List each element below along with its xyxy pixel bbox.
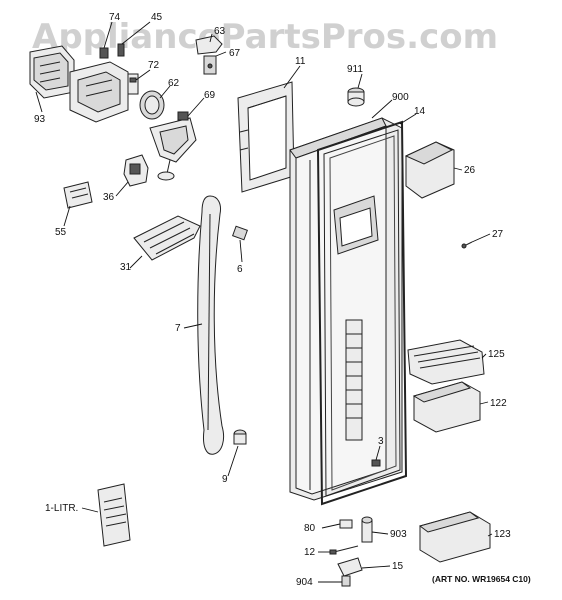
callout-72[interactable]: 72 (148, 60, 160, 71)
callout-31[interactable]: 31 (120, 262, 132, 273)
callout-904[interactable]: 904 (296, 577, 313, 588)
part-31-drip-grille[interactable] (133, 215, 201, 261)
part-93-dispenser-housing[interactable] (29, 45, 75, 99)
callout-903[interactable]: 903 (390, 529, 407, 540)
leader-lines (35, 21, 493, 583)
dispenser-recess (333, 195, 379, 255)
callout-11[interactable]: 11 (295, 56, 306, 67)
part-125-door-shelf[interactable] (407, 339, 485, 385)
part-14-door-gasket[interactable] (316, 120, 408, 506)
part-62-ring[interactable] (139, 90, 165, 120)
callout-69[interactable]: 69 (204, 90, 216, 101)
callout-55[interactable]: 55 (55, 227, 67, 238)
callout-7[interactable]: 7 (175, 323, 181, 334)
callout-3[interactable]: 3 (378, 436, 384, 447)
part-63-switch[interactable] (195, 35, 223, 75)
part-80-bushing[interactable] (339, 519, 353, 529)
part-69-funnel[interactable] (149, 111, 197, 181)
callout-67[interactable]: 67 (229, 48, 241, 59)
part-36-actuator[interactable] (123, 154, 149, 187)
callout-1-litr[interactable]: 1-LITR. (45, 503, 78, 514)
part-7-door-handle[interactable] (197, 195, 225, 455)
callout-93[interactable]: 93 (34, 114, 46, 125)
callout-27[interactable]: 27 (492, 229, 504, 240)
watermark-text: AppliancePartsPros.com (32, 17, 498, 57)
part-122-door-bin[interactable] (412, 381, 481, 433)
callout-911[interactable]: 911 (347, 64, 363, 75)
callout-labels: 74 45 63 67 11 911 72 62 93 69 900 14 26… (34, 12, 511, 588)
callout-9[interactable]: 9 (222, 474, 228, 485)
callout-63[interactable]: 63 (214, 26, 226, 37)
part-72-latch[interactable] (127, 73, 139, 95)
part-9-handle-cap[interactable] (233, 429, 247, 445)
callout-123[interactable]: 123 (494, 529, 511, 540)
part-74-bracket[interactable] (69, 43, 129, 123)
callout-26[interactable]: 26 (464, 165, 476, 176)
callout-15[interactable]: 15 (392, 561, 404, 572)
part-11-dispenser-frame[interactable] (237, 81, 295, 193)
part-903-tube[interactable] (361, 516, 373, 543)
part-123-door-bin[interactable] (418, 511, 491, 563)
callout-74[interactable]: 74 (109, 12, 121, 23)
callout-80[interactable]: 80 (304, 523, 316, 534)
callout-122[interactable]: 122 (490, 398, 507, 409)
door-rack-ribs (345, 319, 363, 441)
callout-6[interactable]: 6 (237, 264, 243, 275)
callout-900[interactable]: 900 (392, 92, 409, 103)
callout-45[interactable]: 45 (151, 12, 163, 23)
part-3-clip[interactable] (371, 459, 381, 467)
part-26-cover[interactable] (404, 141, 455, 199)
part-911-cap[interactable] (347, 87, 365, 107)
part-1-litr-literature[interactable] (97, 483, 131, 547)
part-15-hinge[interactable] (337, 557, 363, 587)
part-6-pin[interactable] (232, 225, 248, 241)
part-12-wire[interactable] (329, 545, 359, 555)
callout-12[interactable]: 12 (304, 547, 316, 558)
callout-62[interactable]: 62 (168, 78, 180, 89)
callout-36[interactable]: 36 (103, 192, 115, 203)
part-55-switch-block[interactable] (63, 181, 93, 209)
callout-14[interactable]: 14 (414, 106, 426, 117)
callout-125[interactable]: 125 (488, 349, 505, 360)
part-27-screw[interactable] (461, 241, 473, 249)
part-900-freezer-door[interactable] (289, 117, 403, 501)
art-number: (ART NO. WR19654 C10) (432, 574, 531, 584)
